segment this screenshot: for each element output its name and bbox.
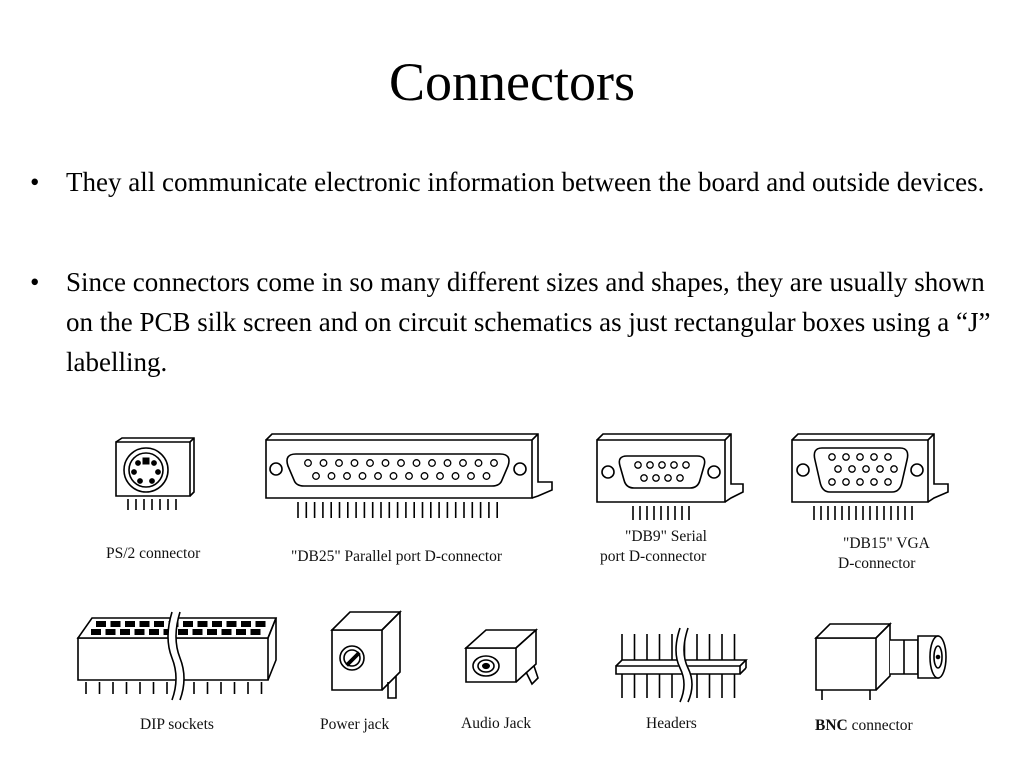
db9-connector-illustration bbox=[596, 433, 744, 520]
bullet-marker: • bbox=[30, 167, 40, 197]
db15-connector-illustration bbox=[791, 433, 949, 520]
dip-caption: DIP sockets bbox=[140, 716, 214, 733]
slide-title: Connectors bbox=[389, 52, 635, 112]
bnc-caption-bold: BNC bbox=[815, 717, 848, 734]
db15-caption-line2: D-connector bbox=[838, 555, 916, 572]
headers-caption: Headers bbox=[646, 715, 697, 732]
bnc-caption-rest: connector bbox=[847, 717, 913, 734]
bullet-list: • They all communicate electronic inform… bbox=[28, 162, 1003, 442]
audio-jack-illustration bbox=[463, 628, 539, 686]
bullet-item: • They all communicate electronic inform… bbox=[28, 162, 1003, 202]
db25-caption: "DB25" Parallel port D-connector bbox=[291, 548, 503, 565]
db25-connector-illustration bbox=[265, 433, 553, 518]
bnc-connector-illustration bbox=[814, 622, 947, 700]
bnc-caption: BNC connector bbox=[815, 716, 913, 736]
bullet-text: Since connectors come in so many differe… bbox=[66, 267, 991, 377]
db25-pins bbox=[304, 459, 498, 480]
audio-jack-caption: Audio Jack bbox=[461, 715, 532, 732]
power-jack-illustration bbox=[330, 610, 402, 699]
power-jack-caption: Power jack bbox=[320, 716, 390, 733]
bullet-text: They all communicate electronic informat… bbox=[66, 167, 985, 197]
headers-illustration bbox=[615, 626, 748, 704]
ps2-connector-illustration bbox=[115, 437, 195, 510]
db15-caption-line1: "DB15" VGA bbox=[843, 535, 930, 552]
bullet-item: • Since connectors come in so many diffe… bbox=[28, 262, 1003, 382]
db9-caption-line1: "DB9" Serial bbox=[625, 528, 707, 545]
dip-socket-illustration bbox=[76, 610, 278, 702]
db9-caption-line2: port D-connector bbox=[600, 548, 707, 565]
ps2-caption: PS/2 connector bbox=[106, 545, 201, 562]
bullet-marker: • bbox=[30, 267, 40, 297]
